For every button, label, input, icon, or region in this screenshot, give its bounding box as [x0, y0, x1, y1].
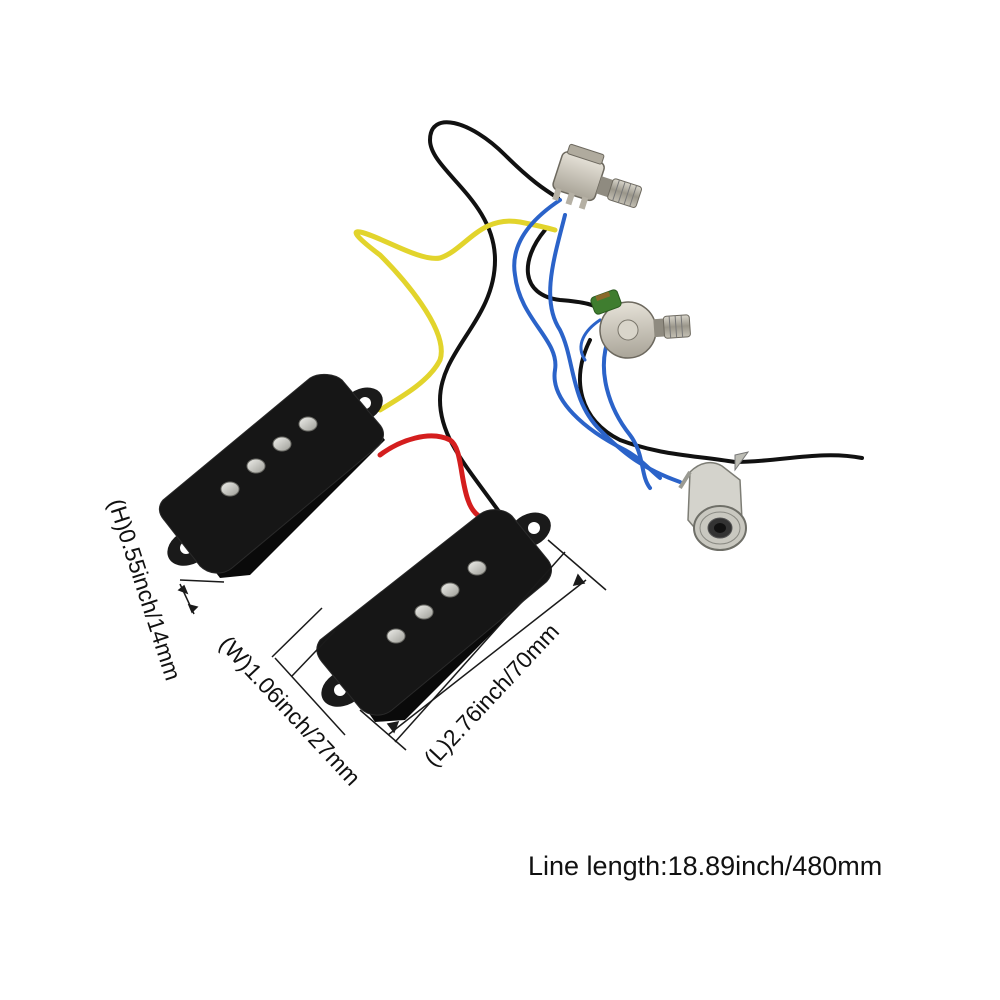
output-jack — [678, 451, 750, 551]
pickup-left — [158, 373, 385, 578]
yellow-wire — [353, 218, 558, 413]
blue-wire — [579, 318, 602, 362]
tone-pot — [599, 301, 691, 359]
dimension-lines — [177, 539, 607, 751]
pickup-right — [316, 509, 552, 722]
blue-wire — [601, 333, 652, 490]
volume-pot — [552, 143, 642, 210]
line-length-label: Line length:18.89inch/480mm — [528, 851, 883, 881]
blue-wire — [512, 198, 662, 480]
red-wire — [377, 433, 488, 523]
black-wire — [428, 120, 560, 522]
blue-wire — [548, 213, 682, 484]
black-wire — [578, 338, 864, 464]
wiring-harness — [353, 120, 864, 523]
tone-capacitor — [590, 289, 622, 315]
black-wire — [525, 228, 602, 312]
